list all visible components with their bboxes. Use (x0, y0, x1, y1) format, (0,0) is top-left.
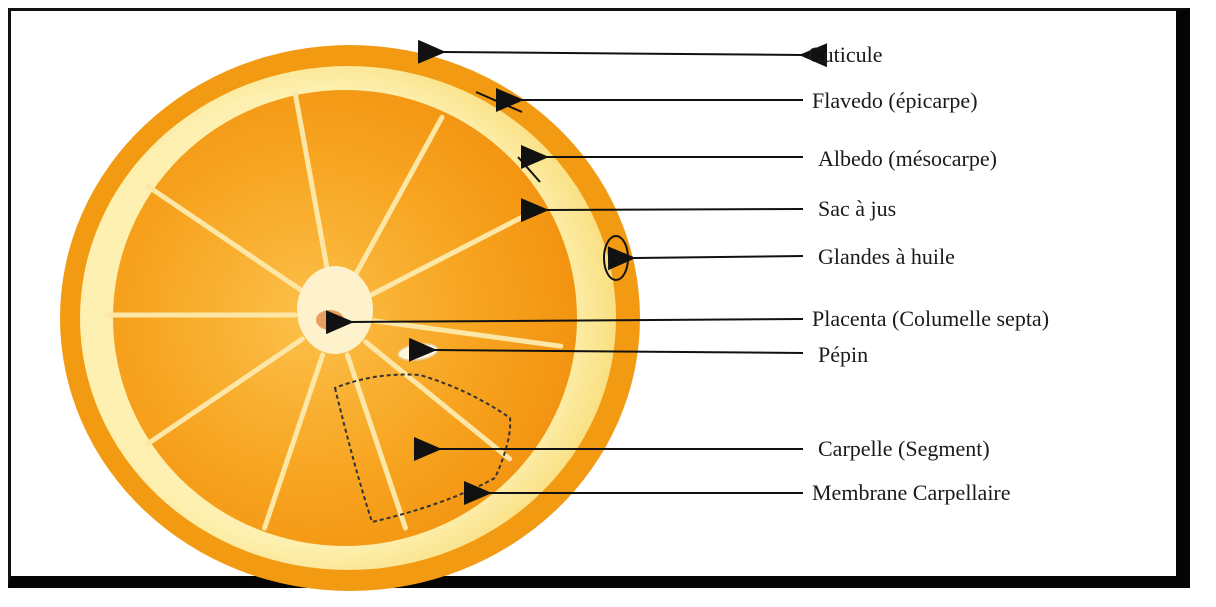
label-cuticule: Cuticule (808, 42, 883, 67)
label-flavedo: Flavedo (épicarpe) (812, 88, 978, 113)
leader-cuticule (442, 52, 803, 55)
leader-sac-a-jus (545, 209, 803, 210)
label-carpelle: Carpelle (Segment) (818, 436, 990, 461)
label-pepin: Pépin (818, 342, 868, 367)
placenta-core (316, 310, 344, 330)
labels: Cuticule Flavedo (épicarpe) Albedo (méso… (808, 42, 1049, 505)
label-sac-a-jus: Sac à jus (818, 196, 896, 221)
label-membrane: Membrane Carpellaire (812, 480, 1011, 505)
placenta-center (297, 266, 373, 354)
label-placenta: Placenta (Columelle septa) (812, 306, 1049, 331)
label-glandes: Glandes à huile (818, 244, 955, 269)
orange-slice (60, 45, 640, 591)
leader-glandes (632, 256, 803, 258)
label-albedo: Albedo (mésocarpe) (818, 146, 997, 171)
